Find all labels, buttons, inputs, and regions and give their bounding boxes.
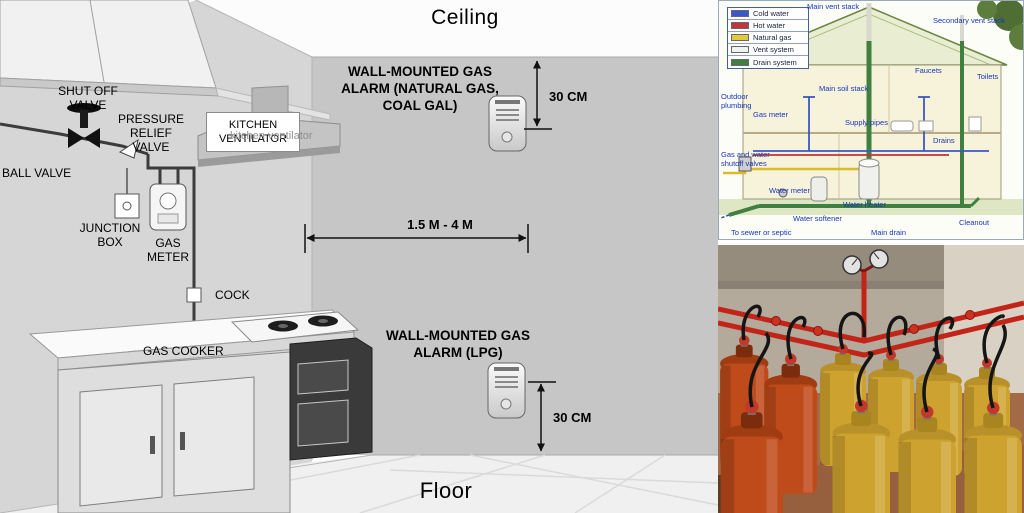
junction-box-icon [114,168,140,219]
ceiling-label: Ceiling [431,6,499,29]
label-main-soil-stack: Main soil stack [819,84,869,93]
shut-off-valve-icon [67,103,101,148]
gas-meter-label: GAS METER [147,236,189,265]
vent-system-swatch [731,46,749,53]
label-supply-pipes: Supply pipes [845,118,888,127]
label-water-softener: Water softener [793,214,842,223]
legend-item: Drain system [728,56,808,68]
label-outdoor-plumbing: Outdoor plumbing [721,92,752,110]
trees [977,1,1023,50]
label-shutoff-valves: Gas and water shutoff valves [721,150,770,168]
label-toilets: Toilets [977,72,999,81]
natural-gas-alarm-label: WALL-MOUNTED GAS ALARM (NATURAL GAS, COA… [341,64,499,113]
legend-label: Natural gas [753,33,792,42]
kitchen-drawing [0,0,718,513]
cock-label: COCK [215,288,250,302]
legend-item: Natural gas [728,32,808,44]
pressure-relief-valve-label: PRESSURE RELIEF VALVE [117,112,185,155]
ball-valve-label: BALL VALVE [2,166,72,180]
natural-gas-swatch [731,34,749,41]
dimension-arrows [304,60,556,452]
gas-cooker-label: GAS COOKER [143,344,224,358]
lpg-cylinders-photo-inset [718,245,1024,513]
legend-label: Cold water [753,9,789,18]
lpg-alarm-label: WALL-MOUNTED GAS ALARM (LPG) [386,328,530,360]
gas-alarm-device-natural-gas [488,95,527,152]
label-main-vent-stack: Main vent stack [807,2,860,11]
label-faucets: Faucets [915,66,942,75]
label-cleanout: Cleanout [959,218,990,227]
gas-alarm-device-lpg [487,362,526,419]
floor-distance-label: 30 CM [553,410,592,425]
hot-water-swatch [731,22,749,29]
appliances [778,116,982,202]
connection-hoses [748,324,1007,413]
label-main-drain: Main drain [871,228,907,237]
gas-meter-icon [149,183,187,231]
floor-label: Floor [419,478,473,503]
junction-box-label: JUNCTION BOX [79,221,141,250]
lpg-cylinders-photo-drawing [718,245,1024,513]
pressure-relief-valve-icon [118,138,139,159]
drain-system-swatch [731,58,749,66]
legend-label: Drain system [753,57,797,67]
legend-item: Cold water [728,8,808,20]
label-water-meter: Water meter [769,186,810,195]
kitchen-ventilator-label-box: KITCHEN VENTILATOR [206,112,300,152]
label-drains: Drains [933,136,955,145]
label-gas-meter: Gas meter [753,110,789,119]
horizontal-distance-label: 1.5 M - 4 M [407,217,473,232]
kitchen-ventilator-watermark: kitchen ventilator [230,130,313,142]
cold-water-swatch [731,10,749,17]
legend-label: Vent system [753,45,794,54]
label-to-sewer: To sewer or septic [731,228,792,237]
ceiling-distance-label: 30 CM [549,89,588,104]
legend-item: Vent system [728,44,808,56]
legend-label: Hot water [753,21,786,30]
kitchen-installation-diagram: Ceiling Floor SHUT OFF VALVE PRESSURE RE… [0,0,718,513]
label-secondary-vent-stack: Secondary vent stack [933,16,1005,25]
shut-off-valve-label: SHUT OFF VALVE [58,84,118,113]
label-water-heater: Water heater [843,200,887,209]
home-plumbing-diagram-inset: Cold water Hot water Natural gas Vent sy… [718,0,1024,240]
pressure-gauges [771,249,975,336]
gas-cooker-unit [230,311,373,461]
connection-hoses [741,304,1005,364]
plumbing-legend: Cold water Hot water Natural gas Vent sy… [727,7,809,69]
cock-icon [186,287,202,303]
legend-item: Hot water [728,20,808,32]
